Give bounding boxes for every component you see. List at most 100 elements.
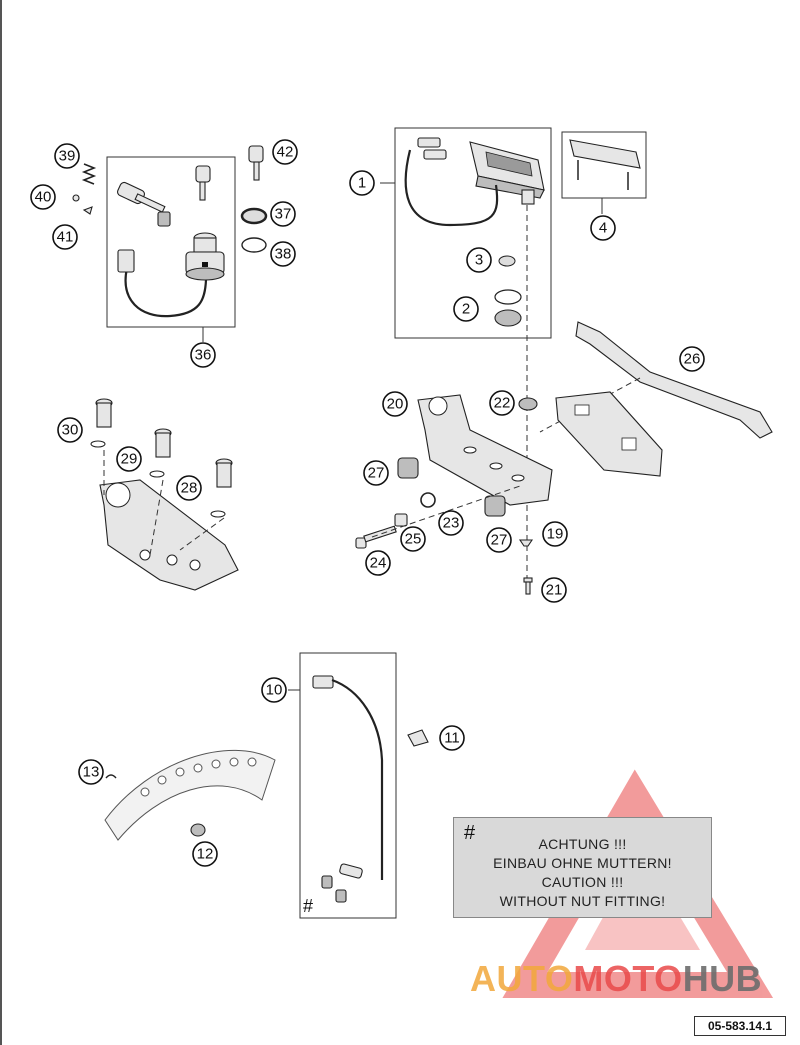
svg-text:12: 12 <box>197 846 214 863</box>
speedometer-wire <box>404 149 499 227</box>
callout-24: 24 <box>365 550 391 576</box>
callout-26: 26 <box>679 346 705 372</box>
triple-clamp <box>99 479 239 591</box>
svg-text:24: 24 <box>370 555 387 572</box>
svg-text:25: 25 <box>405 531 422 548</box>
svg-text:20: 20 <box>387 396 404 413</box>
washer-19 <box>518 539 534 547</box>
oring-2 <box>494 289 522 305</box>
ignition-connector <box>117 249 135 273</box>
svg-text:4: 4 <box>599 220 607 237</box>
spring-23 <box>420 492 436 508</box>
svg-text:3: 3 <box>475 252 483 269</box>
speedometer-unit <box>469 141 545 205</box>
sensor-nut-2 <box>335 889 347 903</box>
svg-text:27: 27 <box>491 532 508 549</box>
ignition-wire <box>124 267 208 318</box>
callout-1: 1 <box>349 170 375 196</box>
nut-2 <box>494 309 522 327</box>
sensor-connector <box>312 675 334 689</box>
svg-text:21: 21 <box>546 582 563 599</box>
callout-29: 29 <box>116 446 142 472</box>
callout-42: 42 <box>272 139 298 165</box>
screw-21 <box>523 577 533 595</box>
svg-text:13: 13 <box>83 764 100 781</box>
callout-36: 36 <box>190 342 216 368</box>
washer-38 <box>241 237 267 253</box>
callout-2: 2 <box>453 296 479 322</box>
callout-20: 20 <box>382 391 408 417</box>
assembly-line-29 <box>149 479 164 556</box>
speedometer-connectors <box>417 137 447 160</box>
svg-text:26: 26 <box>684 351 701 368</box>
cover-kit-frame <box>561 131 647 199</box>
callout-40: 40 <box>30 184 56 210</box>
svg-text:39: 39 <box>59 148 76 165</box>
svg-text:19: 19 <box>547 526 564 543</box>
callout-27b: 27 <box>486 527 512 553</box>
svg-text:28: 28 <box>181 480 198 497</box>
svg-text:2: 2 <box>462 301 470 318</box>
assembly-line-screw <box>371 485 521 538</box>
svg-text:37: 37 <box>275 206 292 223</box>
document-code: 05-583.14.1 <box>694 1016 786 1036</box>
callout-23: 23 <box>438 510 464 536</box>
sensor-nut <box>321 875 333 889</box>
grommet-3 <box>498 255 516 267</box>
speedo-holder-20 <box>417 394 553 506</box>
svg-text:41: 41 <box>57 229 74 246</box>
svg-text:23: 23 <box>443 515 460 532</box>
callout-3: 3 <box>466 247 492 273</box>
callout-38: 38 <box>270 241 296 267</box>
note-line-2: EINBAU OHNE MUTTERN! <box>493 855 672 871</box>
callout-4: 4 <box>590 215 616 241</box>
svg-text:36: 36 <box>195 347 212 364</box>
note-line-3: CAUTION !!! <box>541 874 624 890</box>
ignition-lock-cylinder <box>117 181 171 227</box>
bracket-26 <box>575 321 773 439</box>
nut-37 <box>240 207 268 225</box>
left-border <box>0 0 2 1045</box>
callout-39: 39 <box>54 143 80 169</box>
ignition-switch <box>185 232 225 281</box>
note-line-1: ACHTUNG !!! <box>538 836 627 852</box>
nut-12 <box>190 823 206 837</box>
fitting-note-box: # ACHTUNG !!! EINBAU OHNE MUTTERN! CAUTI… <box>453 817 712 918</box>
svg-text:10: 10 <box>266 682 283 699</box>
key-42 <box>248 145 264 181</box>
svg-text:42: 42 <box>277 144 294 161</box>
watermark-hub: HUB <box>682 958 763 999</box>
watermark-text: AUTOMOTOHUB <box>470 958 762 1000</box>
callout-13: 13 <box>78 759 104 785</box>
callout-12: 12 <box>192 841 218 867</box>
assembly-line-bracket <box>539 377 641 433</box>
callout-10: 10 <box>261 677 287 703</box>
svg-text:38: 38 <box>275 246 292 263</box>
ignition-kit-frame <box>106 156 236 328</box>
note-line-4: WITHOUT NUT FITTING! <box>499 893 666 909</box>
watermark-auto: AUTO <box>470 958 574 999</box>
callout-22: 22 <box>489 390 515 416</box>
brake-disc <box>104 749 276 841</box>
callout-28: 28 <box>176 475 202 501</box>
callout-25: 25 <box>400 526 426 552</box>
grommet-22 <box>518 397 538 411</box>
callout-37: 37 <box>270 201 296 227</box>
callout-30: 30 <box>57 417 83 443</box>
sensor-head <box>339 863 363 879</box>
ball-40 <box>72 194 80 202</box>
rubber-27a <box>397 457 419 479</box>
rubber-27b <box>484 495 506 517</box>
screw-28 <box>210 458 233 518</box>
svg-text:30: 30 <box>62 422 79 439</box>
svg-text:40: 40 <box>35 189 52 206</box>
callout-11: 11 <box>439 725 465 751</box>
screw-30 <box>90 398 113 448</box>
key-small <box>195 165 211 201</box>
sensor-kit-frame <box>299 652 397 919</box>
callout-21: 21 <box>541 577 567 603</box>
ring-13 <box>105 774 117 779</box>
sensor-cable <box>331 678 384 880</box>
